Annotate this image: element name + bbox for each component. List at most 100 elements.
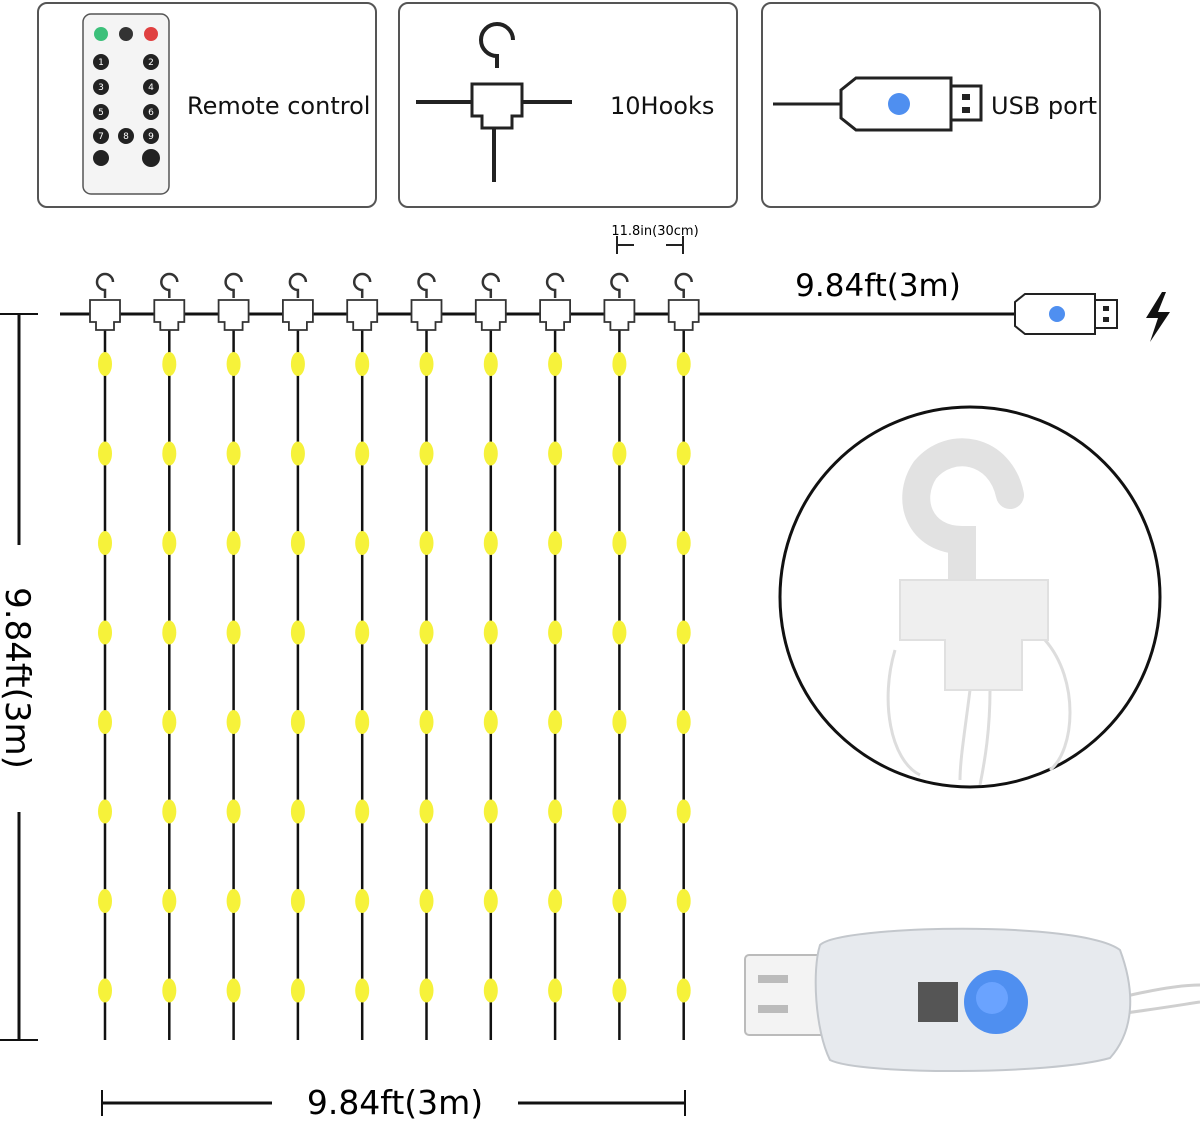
led-bulb — [548, 352, 563, 376]
led-bulb — [676, 441, 691, 466]
svg-text:2: 2 — [148, 58, 154, 68]
led-bulb — [419, 710, 434, 734]
led-bulb — [612, 531, 627, 555]
led-bulb — [483, 620, 498, 645]
led-bulb — [290, 620, 305, 645]
panel-usb-port: USB port — [761, 2, 1101, 208]
led-bulb — [676, 710, 691, 734]
cable-length-label: 9.84ft(3m) — [795, 268, 961, 304]
led-bulb — [98, 352, 112, 376]
usb-port-label: USB port — [991, 92, 1098, 120]
led-bulb — [162, 531, 177, 555]
led-bulb — [419, 799, 434, 824]
led-bulb — [483, 978, 498, 1003]
led-bulb — [676, 978, 691, 1003]
led-bulb — [162, 889, 177, 913]
led-bulb — [676, 531, 691, 555]
led-bulb — [98, 799, 112, 824]
spacing-label: 11.8in(30cm) — [611, 224, 698, 239]
led-bulb — [226, 889, 241, 913]
height-label: 9.84ft(3m) — [0, 587, 37, 769]
led-bulb — [98, 531, 112, 555]
led-bulb — [548, 799, 563, 824]
led-bulb — [98, 441, 112, 466]
svg-text:3: 3 — [98, 83, 104, 93]
led-bulb — [419, 620, 434, 645]
svg-text:9: 9 — [148, 132, 154, 142]
strand-hook-icon — [282, 272, 314, 331]
svg-text:5: 5 — [98, 108, 104, 118]
svg-text:8: 8 — [123, 132, 129, 142]
strand-hook-icon — [89, 272, 121, 331]
strand-hook-icon — [539, 272, 571, 331]
led-bulb — [548, 531, 563, 555]
width-label: 9.84ft(3m) — [307, 1083, 483, 1121]
led-bulb — [612, 889, 627, 913]
led-bulb — [548, 978, 563, 1003]
led-bulb — [483, 531, 498, 555]
led-bulb — [548, 889, 563, 913]
led-bulb — [290, 889, 305, 913]
strand-hook-icon — [346, 272, 379, 331]
usb-plug-icon — [773, 76, 983, 132]
led-bulb — [676, 620, 691, 645]
led-bulb — [290, 441, 305, 466]
led-bulb — [483, 710, 498, 734]
led-bulb — [290, 352, 305, 376]
light-strands — [89, 272, 700, 1040]
led-bulb — [162, 352, 177, 376]
led-bulb — [612, 620, 627, 645]
led-bulb — [226, 799, 241, 824]
width-dimension: 9.84ft(3m) — [101, 1083, 686, 1121]
led-bulb — [290, 531, 305, 555]
strand-hook-icon — [410, 272, 443, 331]
led-bulb — [483, 441, 498, 466]
led-bulb — [419, 352, 434, 376]
led-bulb — [612, 710, 627, 734]
usb-controller-photo-icon — [744, 927, 1200, 1073]
led-bulb — [226, 352, 241, 376]
strand-hook-icon — [474, 272, 507, 331]
strand-hook-icon — [217, 272, 250, 331]
led-bulb — [355, 978, 370, 1003]
led-bulb — [612, 799, 627, 824]
led-bulb — [676, 799, 691, 824]
led-bulb — [419, 978, 434, 1003]
led-bulb — [483, 352, 498, 376]
strand-hook-icon — [667, 272, 700, 331]
led-bulb — [676, 352, 691, 376]
led-bulb — [419, 441, 434, 466]
led-bulb — [226, 710, 241, 734]
led-bulb — [548, 710, 563, 734]
led-bulb — [162, 710, 177, 734]
led-bulb — [226, 531, 241, 555]
led-bulb — [355, 531, 370, 555]
strand-hook-icon — [603, 272, 636, 331]
led-bulb — [612, 352, 627, 376]
remote-control-label: Remote control — [187, 92, 371, 120]
led-bulb — [419, 531, 434, 555]
led-bulb — [612, 978, 627, 1003]
led-bulb — [355, 710, 370, 734]
led-bulb — [162, 441, 177, 466]
hook-icon — [416, 22, 572, 182]
spacing-dimension: 11.8in(30cm) — [611, 224, 699, 254]
led-bulb — [355, 799, 370, 824]
led-bulb — [162, 978, 177, 1003]
led-bulb — [98, 710, 112, 734]
hook-detail-icon — [778, 405, 1162, 789]
led-bulb — [162, 799, 177, 824]
lightning-bolt-icon — [1146, 292, 1170, 342]
led-bulb — [483, 889, 498, 913]
led-bulb — [98, 978, 112, 1003]
led-bulb — [355, 620, 370, 645]
led-bulb — [226, 978, 241, 1003]
svg-text:1: 1 — [98, 58, 104, 68]
led-bulb — [162, 620, 177, 645]
led-bulb — [548, 620, 563, 645]
svg-text:4: 4 — [148, 83, 154, 93]
led-bulb — [355, 352, 370, 376]
